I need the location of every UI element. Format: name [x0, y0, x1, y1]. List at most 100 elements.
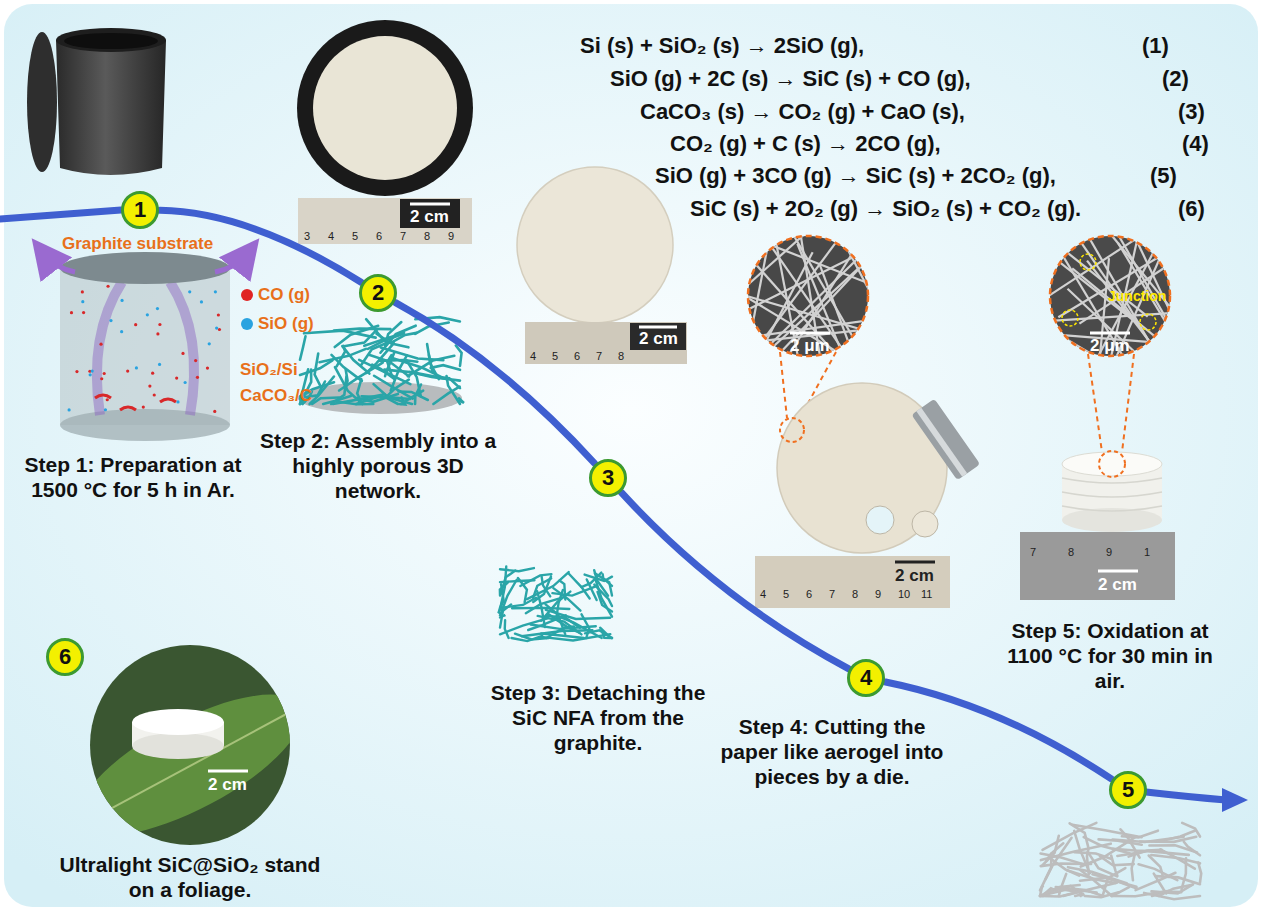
nanowire: [1000, 330, 1179, 344]
fiber: [415, 385, 421, 404]
step-circle: 6: [46, 638, 84, 676]
reaction-equation: CaCO₃ (s) → CO₂ (g) + CaO (s),: [640, 99, 965, 124]
scale-bar: [1098, 570, 1138, 573]
fiber: [515, 634, 549, 640]
fiber: [1136, 873, 1176, 890]
ruler-digit: 7: [400, 230, 406, 242]
scale-bar: [639, 326, 677, 329]
gas-dot: [103, 372, 106, 375]
step-caption: Step 2: Assembly into a highly porous 3D…: [258, 428, 498, 504]
step-caption: Step 1: Preparation at 1500 °C for 5 h i…: [11, 452, 256, 502]
fiber: [333, 394, 385, 404]
ruler-digit: 7: [829, 588, 835, 600]
fiber: [369, 355, 409, 377]
graphite-substrate: [60, 252, 230, 284]
callout-label: Junction: [1108, 288, 1166, 304]
ruler-digit: 11: [921, 588, 932, 600]
sample-bottom: [132, 733, 224, 759]
fiber: [336, 401, 373, 404]
aerogel-paper: [517, 167, 673, 323]
ruler-digit: 4: [530, 350, 536, 362]
flow-curve: [1146, 792, 1226, 800]
zoom-leader: [1122, 354, 1134, 452]
gas-dot: [153, 393, 156, 396]
fiber: [1184, 842, 1200, 856]
zoom-spot: [780, 418, 804, 442]
gas-dot: [213, 410, 216, 413]
reaction-equation: CO₂ (g) + C (s) → 2CO (g),: [670, 131, 941, 156]
graphite-ring: [297, 20, 473, 196]
flow-curve: [0, 210, 121, 219]
crucible-photo: [27, 28, 166, 175]
crucible-wall: [60, 268, 230, 425]
gas-dot: [158, 363, 161, 366]
step-circle: 5: [1109, 771, 1147, 809]
gas-dot: [126, 370, 129, 373]
fiber: [300, 336, 306, 359]
die-body: [911, 399, 980, 481]
step-number: 6: [59, 646, 71, 668]
fiber: [542, 577, 551, 597]
fiber: [1075, 894, 1084, 896]
nanowire: [1072, 268, 1211, 382]
fiber: [1111, 887, 1129, 896]
ruler-digit: 9: [875, 588, 881, 600]
ruler: [298, 198, 472, 244]
gas-dot: [104, 408, 107, 411]
crucible-rim: [56, 28, 166, 52]
gas-dot: [196, 376, 199, 379]
gas-dot: [158, 323, 161, 326]
ruler-digit: 6: [376, 230, 382, 242]
ruler: [525, 322, 687, 364]
fiber: [1074, 852, 1111, 859]
gas-dot: [175, 377, 178, 380]
pellet-photo: [1020, 451, 1175, 600]
zoom-spot: [1099, 451, 1125, 477]
fiber: [600, 628, 612, 638]
fiber: [1040, 885, 1080, 896]
pellet-layers: [1062, 478, 1162, 511]
fiber: [456, 346, 462, 366]
gas-dot: [217, 313, 220, 316]
ruler-digit: 8: [852, 588, 858, 600]
scale-label: 2 cm: [1098, 575, 1137, 595]
fiber: [304, 331, 376, 338]
fiber: [1182, 858, 1186, 889]
leaf-photo: [59, 643, 321, 863]
reaction-equation: SiO (g) + 3CO (g) → SiC (s) + 2CO₂ (g),: [655, 163, 1056, 188]
fiber: [431, 365, 460, 370]
gas-dots: [67, 285, 221, 413]
fiber: [1103, 868, 1126, 896]
paper-photo: [517, 167, 687, 364]
fiber: [581, 573, 601, 587]
gas-dot: [181, 352, 184, 355]
pellet-top: [1062, 452, 1162, 476]
scale-patch: [630, 323, 686, 350]
step-circle: 2: [359, 274, 397, 312]
fiber: [1041, 864, 1091, 867]
ruler-digit: 8: [1068, 546, 1074, 558]
gas-flow: [170, 282, 194, 415]
scale-label: 2 cm: [639, 329, 678, 349]
scale-label: 2 μm: [790, 336, 830, 356]
junction-mark: [1080, 254, 1096, 270]
junction-mark: [1140, 314, 1156, 330]
gas-dot: [91, 369, 94, 372]
fiber: [1059, 874, 1066, 896]
gas-dot: [218, 328, 221, 331]
fiber: [376, 334, 408, 348]
gas-dot: [82, 311, 85, 314]
scale-bar: [895, 561, 935, 564]
gas-dot: [75, 370, 78, 373]
nanowire: [1052, 238, 1145, 392]
ruler-digit: 5: [352, 230, 358, 242]
equation-number: (2): [1162, 66, 1189, 91]
gas-dot: [120, 299, 123, 302]
scale-patch: [400, 199, 460, 228]
fiber: [343, 329, 377, 346]
ruler-digit: 1: [1144, 546, 1150, 558]
gas-dot: [200, 300, 203, 303]
fiber: [1139, 864, 1178, 880]
ruler-digit: 8: [424, 230, 430, 242]
